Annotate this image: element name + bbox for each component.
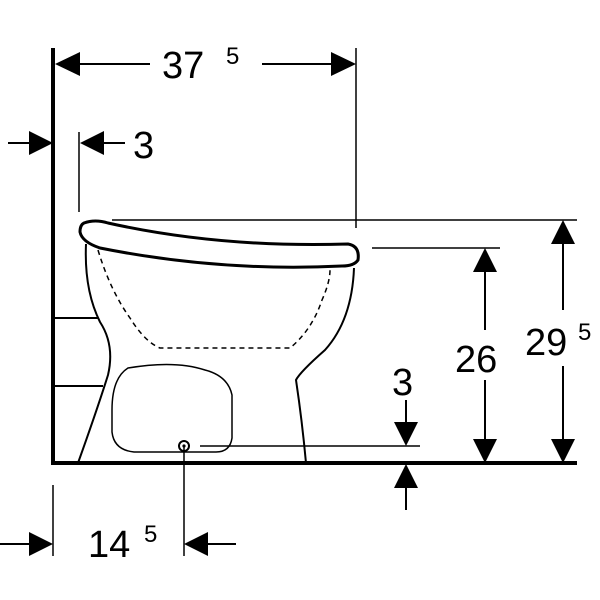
toilet-bowl-left [77,243,112,464]
toilet-body [77,219,360,464]
dim-label-outlet-distance: 14 [88,524,130,566]
toilet-base-cutout [111,363,233,453]
arrowhead [394,464,418,488]
dim-label-total-depth: 37 [162,45,204,87]
dim-label-seat-height: 29 [525,322,567,364]
extension-lines [52,48,577,556]
dim-label-total-depth-sup: 5 [226,43,239,70]
arrowhead [473,248,497,272]
dimension-total-depth: 37 5 [55,43,356,87]
arrowhead [551,439,575,463]
dim-label-seat-height-sup: 5 [578,319,591,346]
arrowhead [551,220,575,244]
arrowhead [55,52,80,76]
arrowhead [394,422,418,446]
dim-label-wall-gap: 3 [133,125,154,167]
dim-label-rim-height: 26 [455,339,497,381]
arrowhead [80,131,104,155]
dimension-seat-height: 29 5 [525,220,591,463]
toilet-bowl-right [294,267,355,464]
toilet-rim [78,219,360,269]
dim-label-outlet-height: 3 [392,362,413,404]
arrowhead [29,131,53,155]
wall-bracket [55,317,103,387]
toilet-bowl-inner [97,249,331,349]
dimension-outlet-height: 3 [392,362,418,510]
arrowhead [29,532,53,556]
arrowhead [473,439,497,463]
dimension-rim-height: 26 [455,248,497,463]
dimension-outlet-distance: 14 5 [0,521,236,566]
dimension-wall-gap: 3 [8,125,154,167]
arrowhead [184,532,208,556]
arrowhead [331,52,356,76]
dim-label-outlet-distance-sup: 5 [144,521,157,548]
